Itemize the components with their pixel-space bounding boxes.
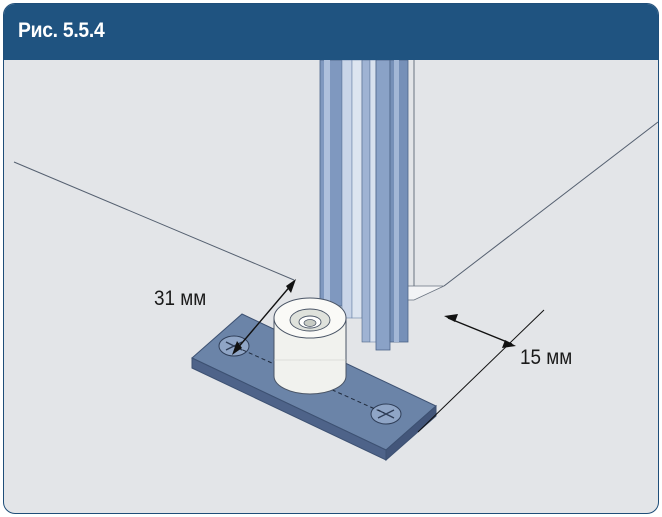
assembly-illustration — [13, 60, 658, 462]
offset-dimension-label: 15 мм — [520, 346, 573, 369]
vertical-profile — [319, 60, 409, 351]
offset-dimension-arrow — [444, 314, 516, 348]
screw-centerline — [235, 346, 385, 414]
figure-header: Рис. 5.5.4 — [4, 4, 658, 60]
depth-dimension-label: 31 мм — [154, 287, 207, 310]
panel-bottom-edge — [405, 285, 445, 301]
offset-extension-line — [417, 309, 545, 433]
floor-edge-left — [13, 161, 295, 281]
depth-dimension-arrow — [232, 279, 296, 355]
support-bushing — [273, 297, 347, 395]
figure-title: Рис. 5.5.4 — [18, 19, 105, 42]
screw-right — [370, 403, 402, 425]
figure-frame: Рис. 5.5.4 — [3, 3, 659, 514]
floor-edge-right — [443, 121, 658, 287]
